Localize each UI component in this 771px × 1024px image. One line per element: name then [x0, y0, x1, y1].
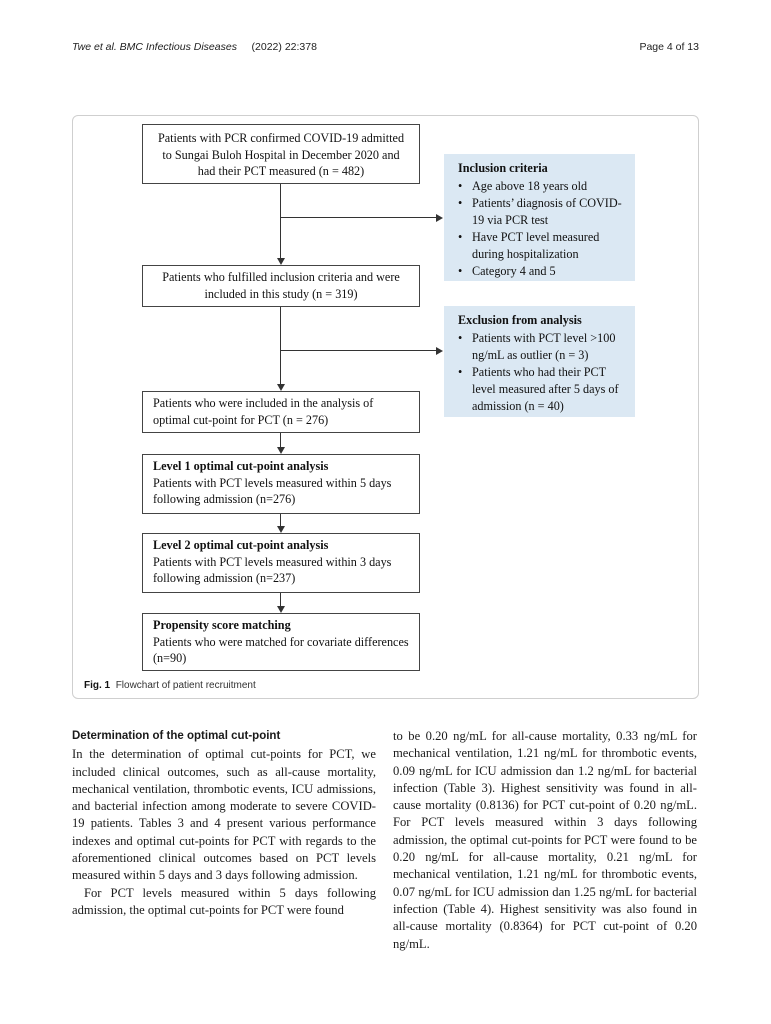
- exclusion-box: Exclusion from analysis Patients with PC…: [444, 306, 635, 417]
- flow-box-title: Level 1 optimal cut-point analysis: [153, 459, 329, 473]
- flow-box-text: Patients with PCR confirmed COVID-19 adm…: [157, 131, 405, 178]
- flow-box-analysis-cohort: Patients who were included in the analys…: [142, 391, 420, 433]
- flow-box-fulfilled-inclusion: Patients who fulfilled inclusion criteri…: [142, 265, 420, 307]
- connector-line: [280, 433, 282, 447]
- arrow-head: [277, 258, 285, 265]
- arrow-head: [436, 347, 443, 355]
- figure-label: Fig. 1: [84, 680, 111, 691]
- flow-box-title: Propensity score matching: [153, 618, 291, 632]
- arrow-head: [277, 606, 285, 613]
- connector-line: [280, 593, 282, 606]
- figure-caption-text: Flowchart of patient recruitment: [115, 680, 256, 691]
- figure-frame: [72, 115, 699, 699]
- paragraph: to be 0.20 ng/mL for all-cause mortality…: [393, 729, 697, 951]
- arrow-head: [277, 447, 285, 454]
- arrow-head: [277, 384, 285, 391]
- flow-box-title: Level 2 optimal cut-point analysis: [153, 538, 329, 552]
- flow-box-text: Patients who were matched for covariate …: [153, 634, 409, 666]
- flow-box-text: Patients with PCT levels measured within…: [153, 475, 392, 507]
- flow-box-pcr-confirmed: Patients with PCR confirmed COVID-19 adm…: [142, 124, 420, 184]
- exclusion-item: Patients with PCT level >100 ng/mL as ou…: [458, 330, 625, 364]
- body-column-right: to be 0.20 ng/mL for all-cause mortality…: [393, 728, 697, 953]
- figure-caption: Fig. 1 Flowchart of patient recruitment: [84, 680, 256, 691]
- exclusion-title: Exclusion from analysis: [458, 313, 582, 327]
- inclusion-list: Age above 18 years old Patients’ diagnos…: [458, 178, 625, 280]
- connector-line: [281, 217, 436, 219]
- flow-box-text: Patients who were included in the analys…: [153, 396, 374, 427]
- flow-box-text: Patients with PCT levels measured within…: [153, 554, 392, 586]
- inclusion-item: Patients’ diagnosis of COVID-19 via PCR …: [458, 195, 625, 229]
- inclusion-item: Age above 18 years old: [458, 178, 625, 195]
- header-authors: Twe et al. BMC Infectious Diseases: [72, 41, 237, 53]
- paragraph: In the determination of optimal cut-poin…: [72, 747, 376, 883]
- body-column-left: Determination of the optimal cut-point I…: [72, 728, 376, 919]
- connector-line: [280, 184, 282, 258]
- flow-box-level2: Level 2 optimal cut-point analysis Patie…: [142, 533, 420, 593]
- flow-box-level1: Level 1 optimal cut-point analysis Patie…: [142, 454, 420, 514]
- arrow-head: [436, 214, 443, 222]
- connector-line: [280, 514, 282, 526]
- inclusion-criteria-box: Inclusion criteria Age above 18 years ol…: [444, 154, 635, 281]
- flow-box-propensity: Propensity score matching Patients who w…: [142, 613, 420, 671]
- arrow-head: [277, 526, 285, 533]
- connector-line: [281, 350, 436, 352]
- connector-line: [280, 307, 282, 384]
- flow-box-text: Patients who fulfilled inclusion criteri…: [162, 270, 400, 301]
- page-number: Page 4 of 13: [639, 41, 699, 53]
- section-heading: Determination of the optimal cut-point: [72, 730, 281, 742]
- inclusion-item: Category 4 and 5: [458, 263, 625, 280]
- exclusion-list: Patients with PCT level >100 ng/mL as ou…: [458, 330, 625, 415]
- running-header: Twe et al. BMC Infectious Diseases (2022…: [72, 41, 317, 53]
- inclusion-item: Have PCT level measured during hospitali…: [458, 229, 625, 263]
- header-year-volume: (2022) 22:378: [251, 41, 317, 53]
- inclusion-title: Inclusion criteria: [458, 161, 548, 175]
- paragraph: For PCT levels measured within 5 days fo…: [72, 885, 376, 917]
- exclusion-item: Patients who had their PCT level measure…: [458, 364, 625, 415]
